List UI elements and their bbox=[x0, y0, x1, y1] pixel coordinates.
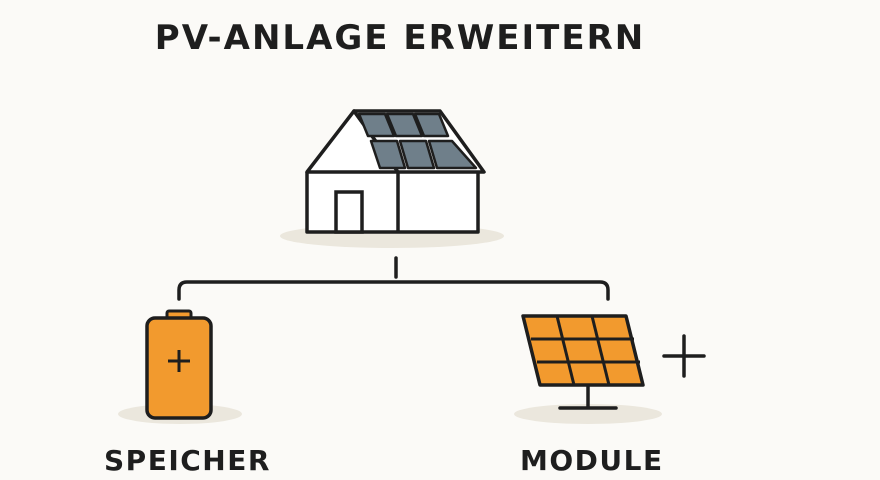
house-door bbox=[334, 190, 364, 234]
house-walls bbox=[305, 172, 480, 234]
roof-panel bbox=[427, 139, 478, 170]
roof-solar-panels bbox=[357, 112, 478, 170]
house-with-solar-roof-icon bbox=[280, 109, 504, 248]
panel-frame bbox=[521, 314, 645, 387]
branch-connector bbox=[177, 256, 610, 301]
roof-panel bbox=[357, 112, 396, 138]
solar-panel-icon bbox=[514, 314, 662, 424]
battery-icon bbox=[118, 309, 242, 424]
panel-shadow bbox=[514, 404, 662, 424]
roof-panel bbox=[398, 139, 436, 170]
roof-panel bbox=[369, 139, 407, 170]
panel-grid bbox=[531, 315, 640, 386]
roof-panel bbox=[385, 112, 424, 138]
storage-label: SPEICHER bbox=[104, 444, 271, 477]
page-title: PV-ANLAGE ERWEITERN bbox=[154, 18, 646, 58]
add-plus-icon bbox=[662, 334, 706, 378]
modules-label: MODULE bbox=[520, 444, 664, 477]
roof-panel bbox=[413, 112, 450, 138]
